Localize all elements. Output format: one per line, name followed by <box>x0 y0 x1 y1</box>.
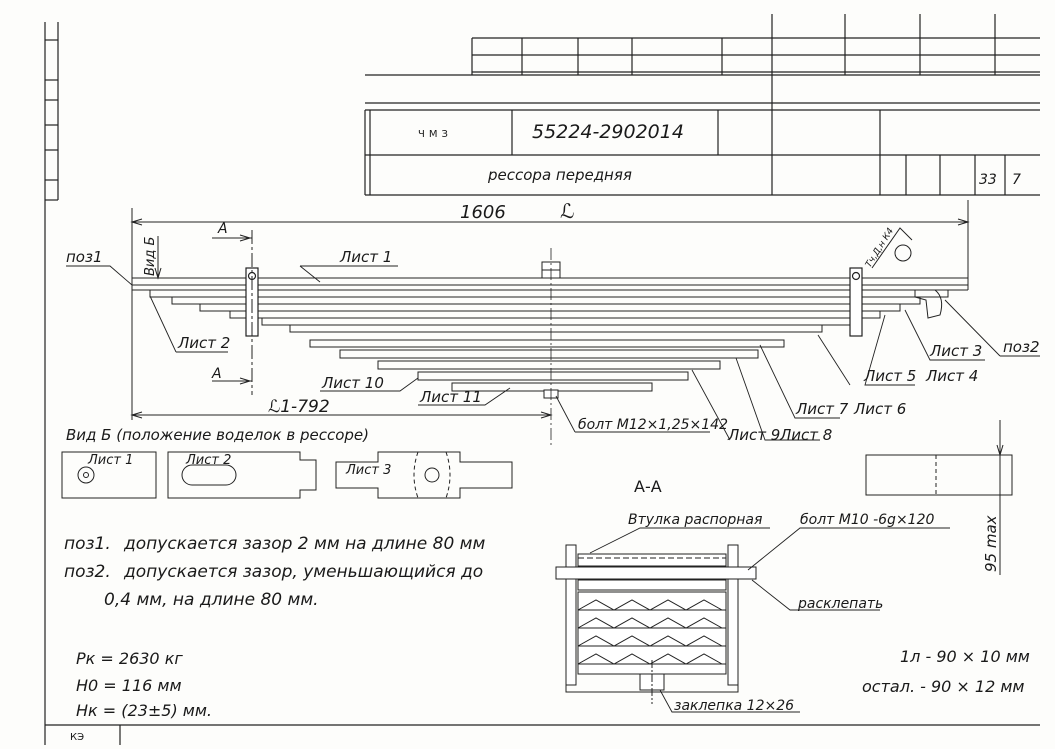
label-leaf8: Лист 8 <box>779 426 832 444</box>
label-center-bolt: болт М12×1,25×142 <box>578 417 728 433</box>
sheet-field-b: 7 <box>1012 172 1021 188</box>
label-leaf11: Лист 11 <box>419 388 482 406</box>
view-b-marker: Вид Б <box>143 237 158 276</box>
view-b-leaf-ends <box>61 451 513 499</box>
overall-length-symbol: ℒ <box>560 199 574 223</box>
section-markers <box>130 230 553 420</box>
view-b-leaf1: Лист 1 <box>87 453 133 468</box>
overall-length-dimension <box>130 200 970 290</box>
view-b-leaf2: Лист 2 <box>185 453 231 468</box>
title-block-grid <box>44 14 1040 745</box>
label-rivet: заклепка 12×26 <box>674 698 794 714</box>
label-spacer-sleeve: Втулка распорная <box>628 512 762 528</box>
label-leaf9: Лист 9 <box>727 426 780 444</box>
spec-h0: H0 = 116 мм <box>76 676 182 695</box>
overall-length-value: 1606 <box>460 202 506 223</box>
label-leaf10: Лист 10 <box>321 374 384 392</box>
label-leaf2: Лист 2 <box>177 334 230 352</box>
label-leaf6: Лист 6 <box>853 400 906 418</box>
drawing-number: 55224-2902014 <box>532 121 684 143</box>
label-poz1: поз1 <box>66 248 103 266</box>
label-leaf4: Лист 4 <box>925 367 978 385</box>
drawing-name: рессора передняя <box>487 166 632 184</box>
leaf-11 <box>417 371 689 381</box>
roughness-label: Tч,Д,н К4 <box>864 226 896 269</box>
spec-hk: Hк = (23±5) мм. <box>76 701 212 720</box>
leaf-spring-stack <box>131 277 969 392</box>
leaf-6 <box>261 317 855 326</box>
leaf-3 <box>171 296 921 305</box>
half-length-dimension: ℒ1-792 <box>268 397 330 417</box>
label-rivet-action: расклепать <box>797 596 883 612</box>
leaf-4 <box>199 303 901 312</box>
section-leaders <box>589 527 950 713</box>
leaf-9 <box>339 349 759 359</box>
section-a-top: A <box>217 221 228 237</box>
frame-corner-text: КЭ <box>70 732 84 743</box>
label-leaf3: Лист 3 <box>929 342 982 360</box>
leaf-8 <box>309 339 785 348</box>
surface-roughness-symbol <box>871 227 913 269</box>
sheet-field-a: 33 <box>979 172 997 188</box>
leader-lines <box>66 265 1040 441</box>
note-poz2-label: поз2. <box>64 562 111 582</box>
view-b-leaf3: Лист 3 <box>345 463 391 478</box>
leaf-2 <box>149 289 949 298</box>
section-a-a-clamp <box>555 544 757 704</box>
note-poz1-text: допускается зазор 2 мм на длине 80 мм <box>123 534 486 554</box>
org-code: ЧМЗ <box>418 129 452 140</box>
note-poz1-label: поз1. <box>64 534 111 554</box>
view-b-title: Вид Б (положение воделок в рессоре) <box>66 426 369 444</box>
leaf-size-rest: остал. - 90 × 12 мм <box>862 677 1025 696</box>
section-a-bottom: A <box>211 366 222 382</box>
leaf-10 <box>377 360 721 370</box>
label-leaf1: Лист 1 <box>339 248 392 266</box>
section-title: А-А <box>634 477 662 496</box>
label-poz2: поз2 <box>1003 338 1040 356</box>
height-max-label: 95 max <box>982 515 1000 572</box>
note-poz2-text-2: 0,4 мм, на длине 80 мм. <box>104 590 319 610</box>
label-leaf5: Лист 5 <box>863 367 916 385</box>
height-dimension <box>865 420 1013 575</box>
leaf-5 <box>229 310 881 319</box>
leaf-size-first: 1л - 90 × 10 мм <box>900 647 1030 666</box>
label-leaf7: Лист 7 <box>795 400 849 418</box>
spec-pk: Pк = 2630 кг <box>76 649 183 668</box>
leaf-7 <box>289 324 823 333</box>
label-clamp-bolt: болт М10 -6g×120 <box>800 512 934 528</box>
note-poz2-text: допускается зазор, уменьшающийся до <box>123 562 483 582</box>
